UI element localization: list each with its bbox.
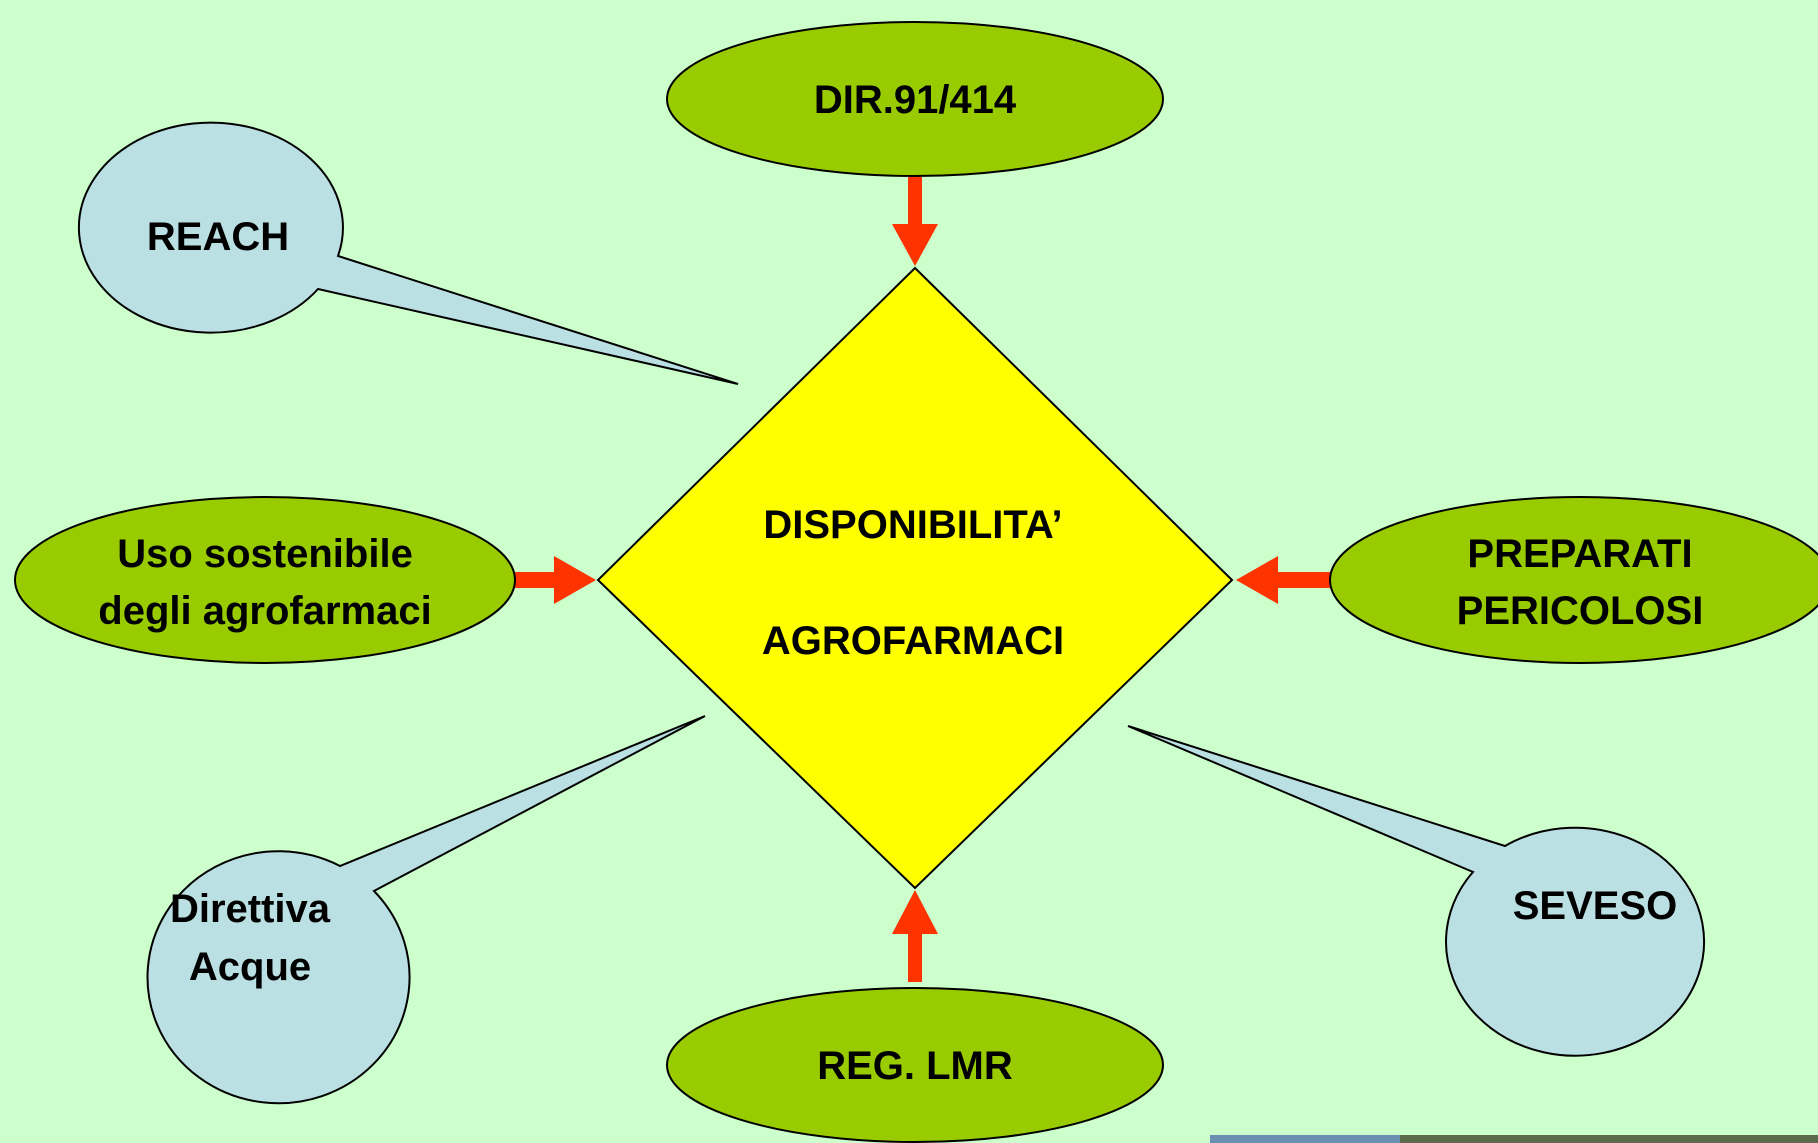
callout-seveso: SEVESO [1127, 725, 1706, 1057]
callout-reach: REACH [77, 121, 739, 385]
node-dir-label: DIR.91/414 [814, 78, 1017, 122]
callout-direttiva: Direttiva Acque [146, 715, 706, 1105]
node-reg: REG. LMR [666, 987, 1164, 1143]
center-diamond [596, 266, 1234, 890]
arrow-top [892, 176, 938, 266]
node-uso-line1: Uso sostenibile [117, 532, 413, 576]
node-preparati: PREPARATI PERICOLOSI [1329, 496, 1818, 664]
node-uso: Uso sostenibile degli agrofarmaci [14, 496, 516, 664]
callout-direttiva-line2: Acque [189, 945, 311, 989]
callout-seveso-label: SEVESO [1513, 884, 1678, 928]
arrow-bottom [892, 890, 938, 982]
node-preparati-line1: PREPARATI [1467, 532, 1692, 576]
center-title-line2: AGROFARMACI [762, 619, 1064, 663]
node-preparati-line2: PERICOLOSI [1457, 589, 1704, 633]
node-uso-line2: degli agrofarmaci [98, 589, 431, 633]
callout-direttiva-line1: Direttiva [170, 887, 331, 931]
arrow-left [514, 556, 596, 604]
node-reg-label: REG. LMR [817, 1044, 1013, 1088]
center-title-line1: DISPONIBILITA’ [763, 503, 1062, 547]
callout-reach-label: REACH [147, 215, 289, 259]
corner-photo-fragment [1210, 1135, 1818, 1143]
node-dir: DIR.91/414 [666, 21, 1164, 177]
arrow-right [1236, 556, 1332, 604]
